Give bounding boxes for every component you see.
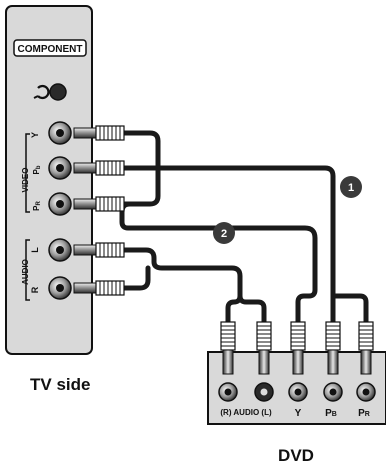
cable-pb (119, 165, 336, 351)
step-badge-2: 2 (213, 222, 235, 244)
dvd-plugs (220, 321, 374, 375)
component-label: COMPONENT (18, 44, 83, 55)
tv-jack-pb-label: Pb (32, 165, 42, 174)
dvd-title: DVD (278, 446, 314, 465)
tv-jack-pr-label: PR (32, 201, 42, 211)
dvd-jack-audio-r[interactable] (218, 382, 238, 402)
headphone-icon (33, 84, 50, 100)
plug-tv-y (73, 125, 125, 141)
dvd-y-label: Y (295, 408, 302, 419)
cable-audio-r-stub (119, 265, 151, 291)
cable-audio-l (119, 247, 267, 351)
step-badge-2-circle (213, 222, 235, 244)
step-badge-1-number: 1 (348, 182, 354, 194)
plug-dvd-audio-r (220, 321, 236, 375)
step-badge-1-circle (340, 176, 362, 198)
tv-jack-r-label: R (30, 286, 40, 293)
video-label: VIDEO (21, 168, 30, 193)
tv-jack-pb[interactable] (48, 156, 72, 180)
dvd-jack-y[interactable] (288, 382, 308, 402)
cable-pr (330, 293, 369, 351)
plug-dvd-y (290, 321, 306, 375)
step-badge-1: 1 (340, 176, 362, 198)
tv-jack-y[interactable] (48, 121, 72, 145)
tv-jack-pr[interactable] (48, 192, 72, 216)
dvd-audio-label: (R) AUDIO (L) (220, 408, 272, 417)
dvd-pb-label: PB (325, 408, 337, 419)
headphone-jack[interactable] (49, 83, 67, 101)
audio-label: AUDIO (21, 259, 30, 285)
component-label-box (13, 39, 87, 57)
tv-side-panel: COMPONENT VIDEO Y Pb PR AUDIO L R (5, 5, 93, 355)
plug-tv-audio-l (73, 242, 125, 258)
plug-tv-pb (73, 160, 125, 176)
tv-jack-audio-r[interactable] (48, 276, 72, 300)
video-bracket (25, 133, 30, 213)
plug-tv-audio-r (73, 280, 125, 296)
tv-jack-l-label: L (30, 247, 40, 253)
dvd-jack-audio-l[interactable] (254, 382, 274, 402)
cable-audio-r (225, 293, 243, 351)
tv-plugs (73, 125, 125, 296)
plug-dvd-pr (358, 321, 374, 375)
step-badge-2-number: 2 (221, 228, 227, 240)
tv-panel-body (5, 5, 93, 355)
tv-jack-y-label: Y (30, 132, 40, 138)
dvd-jack-pr[interactable] (356, 382, 376, 402)
plug-tv-pr (73, 196, 125, 212)
cable-group (119, 130, 369, 351)
plug-dvd-pb (325, 321, 341, 375)
dvd-jack-pb[interactable] (323, 382, 343, 402)
cable-y (119, 130, 318, 351)
tv-side-label: TV side (30, 375, 90, 394)
plug-dvd-audio-l (256, 321, 272, 375)
tv-jack-audio-l[interactable] (48, 238, 72, 262)
dvd-pr-label: PR (358, 408, 370, 419)
audio-bracket (25, 239, 30, 301)
